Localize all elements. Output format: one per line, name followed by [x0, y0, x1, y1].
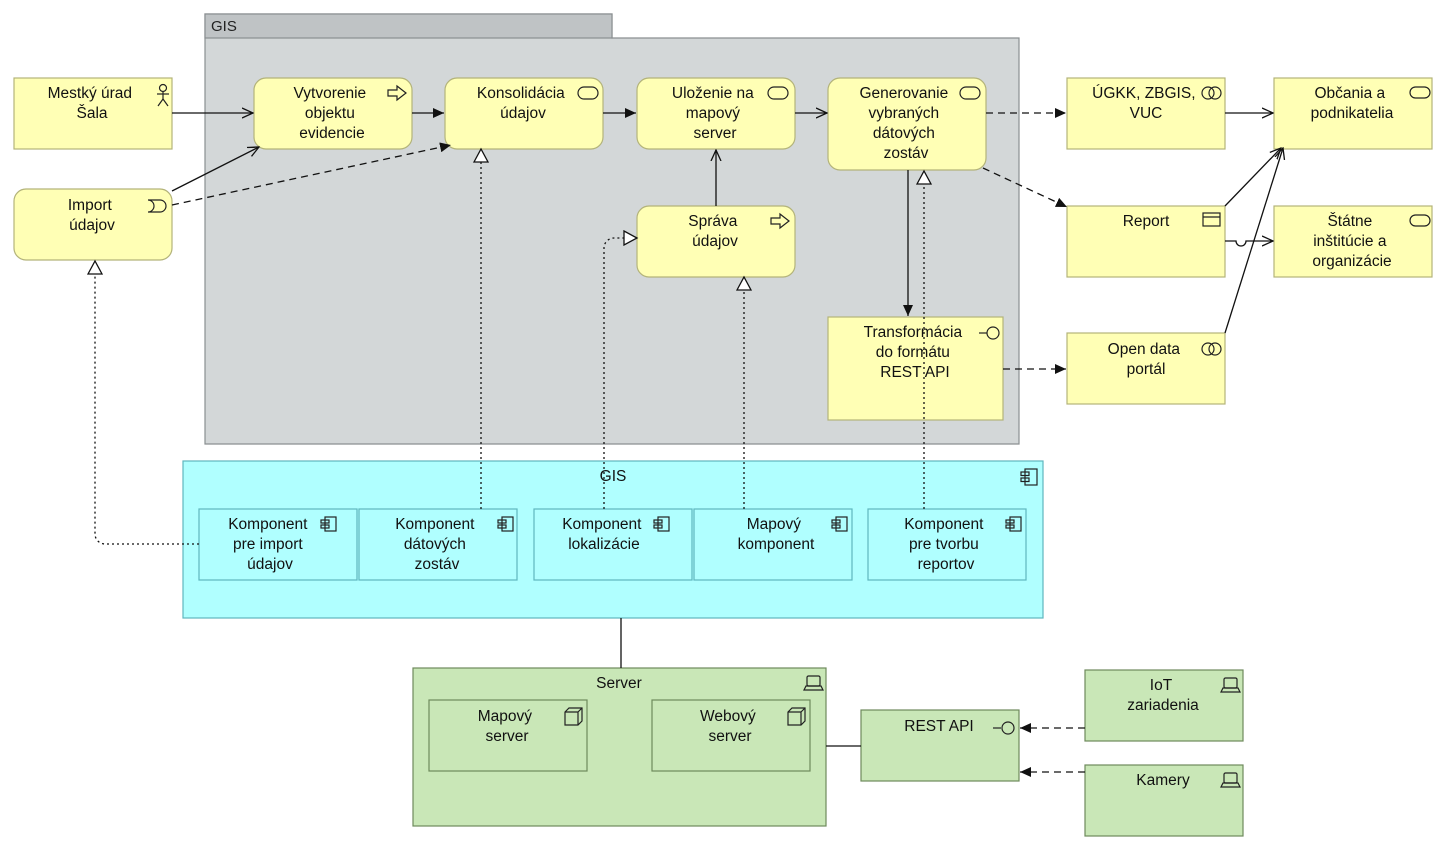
ugkk-collaboration[interactable]: ÚGKK, ZBGIS, VUC: [1066, 77, 1226, 150]
webovy-server-label: Webový server: [700, 708, 760, 745]
server-title: Server: [596, 675, 642, 692]
komponent-datove-label: Komponent dátových zostáv: [395, 516, 479, 573]
service-icon: [959, 86, 981, 100]
komponent-lokalizacia-label: Komponent lokalizácie: [562, 516, 646, 553]
statne-label: Štátne inštitúcie a organizácie: [1312, 213, 1391, 270]
import-udajov-label: Import údajov: [68, 197, 116, 234]
realization-import: [95, 261, 199, 545]
relationships: [95, 113, 1283, 777]
serving-opendata-obcania: [1224, 148, 1283, 334]
mapovy-server-node[interactable]: Mapový server: [428, 699, 588, 772]
device-icon: [1220, 677, 1241, 693]
ugkk-label: ÚGKK, ZBGIS, VUC: [1092, 85, 1200, 122]
component-icon: [1005, 516, 1022, 532]
device-icon: [1220, 772, 1241, 788]
report-object-icon: [1202, 212, 1221, 227]
iot-label: IoT zariadenia: [1127, 677, 1199, 714]
report-object[interactable]: Report: [1066, 205, 1226, 278]
collaboration-icon: [1201, 342, 1222, 356]
webovy-server-node[interactable]: Webový server: [651, 699, 811, 772]
serving-report-statne: [1225, 241, 1273, 246]
service-icon: [767, 86, 789, 100]
actor-icon: [157, 83, 169, 107]
iot-device[interactable]: IoT zariadenia: [1084, 669, 1244, 742]
komponent-datove[interactable]: Komponent dátových zostáv: [358, 508, 518, 581]
komponent-reporty-label: Komponent pre tvorbu reportov: [904, 516, 988, 573]
component-icon: [320, 516, 337, 532]
rest-api-label: REST API: [904, 718, 974, 735]
konsolidacia-label: Konsolidácia údajov: [477, 85, 569, 122]
generovanie-service[interactable]: Generovanie vybraných dátových zostáv: [827, 77, 987, 171]
ulozenie-label: Uloženie na mapový server: [672, 85, 758, 142]
rest-api-interface[interactable]: REST API: [860, 709, 1020, 782]
serving-report-obcania: [1224, 148, 1281, 207]
device-icon: [803, 675, 824, 691]
obcania-label: Občania a podnikatelia: [1311, 85, 1394, 122]
kamery-device[interactable]: Kamery: [1084, 764, 1244, 837]
generovanie-label: Generovanie vybraných dátových zostáv: [859, 85, 952, 162]
transformacia-label: Transformácia do formátu REST API: [864, 324, 967, 381]
process-arrow-icon: [387, 84, 407, 102]
ulozenie-service[interactable]: Uloženie na mapový server: [636, 77, 796, 150]
gis-component-title: GIS: [600, 468, 627, 485]
mestsky-urad-label: Mestký úrad Šala: [48, 85, 137, 122]
kamery-label: Kamery: [1136, 772, 1190, 789]
open-data-label: Open data portál: [1108, 341, 1185, 378]
component-icon: [653, 516, 670, 532]
interface-icon: [993, 721, 1015, 735]
statne-role[interactable]: Štátne inštitúcie a organizácie: [1273, 205, 1433, 278]
sprava-label: Správa údajov: [688, 213, 741, 250]
service-icon: [577, 86, 599, 100]
komponent-import-label: Komponent pre import údajov: [228, 516, 312, 573]
interface-icon: [979, 326, 1000, 340]
transformacia-interface[interactable]: Transformácia do formátu REST API: [827, 316, 1004, 421]
komponent-import[interactable]: Komponent pre import údajov: [198, 508, 358, 581]
vytvorenie-label: Vytvorenie objektu evidencie: [294, 85, 371, 142]
gis-group-title: GIS: [211, 18, 237, 35]
open-data-collaboration[interactable]: Open data portál: [1066, 332, 1226, 405]
collaboration-icon: [1201, 86, 1222, 100]
process-arrow-icon: [770, 212, 790, 230]
import-udajov-event[interactable]: Import údajov: [13, 188, 173, 261]
component-icon: [1020, 468, 1038, 486]
component-icon: [497, 516, 514, 532]
node-icon: [564, 707, 583, 726]
component-icon: [831, 516, 848, 532]
sprava-process[interactable]: Správa údajov: [636, 205, 796, 278]
konsolidacia-service[interactable]: Konsolidácia údajov: [444, 77, 604, 150]
mestsky-urad-actor[interactable]: Mestký úrad Šala: [13, 77, 173, 150]
mapovy-server-label: Mapový server: [478, 708, 537, 745]
report-label: Report: [1123, 213, 1170, 230]
obcania-role[interactable]: Občania a podnikatelia: [1273, 77, 1433, 150]
flow-generovanie-report: [982, 167, 1068, 208]
komponent-lokalizacia[interactable]: Komponent lokalizácie: [533, 508, 693, 581]
role-icon: [1409, 214, 1431, 227]
realization-lokalizacia: [603, 238, 637, 509]
role-icon: [1409, 86, 1431, 99]
node-icon: [787, 707, 806, 726]
vytvorenie-process[interactable]: Vytvorenie objektu evidencie: [253, 77, 413, 150]
event-icon: [147, 199, 167, 213]
komponent-mapovy[interactable]: Mapový komponent: [693, 508, 853, 581]
komponent-mapovy-label: Mapový komponent: [738, 516, 815, 553]
komponent-reporty[interactable]: Komponent pre tvorbu reportov: [867, 508, 1027, 581]
trigger-import-vytvorenie: [171, 147, 259, 192]
